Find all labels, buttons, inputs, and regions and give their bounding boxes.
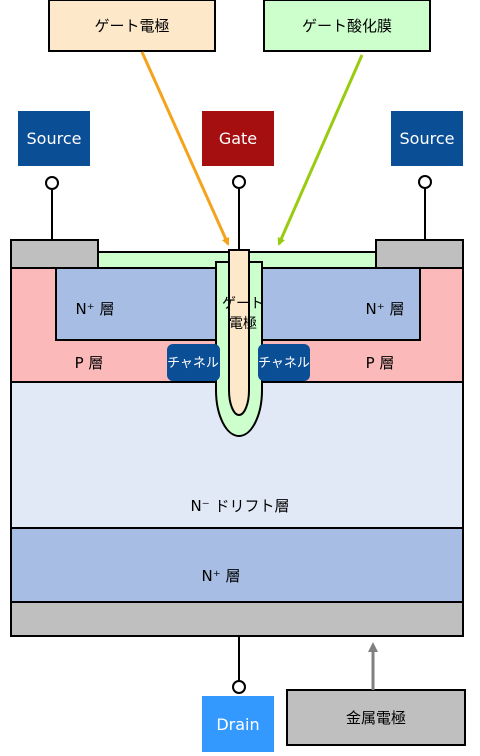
- n-plus-left-label: N⁺ 層: [76, 300, 115, 318]
- gate-oxide-callout-label: ゲート酸化膜: [302, 17, 392, 35]
- gate-oxide-arrow: [277, 54, 364, 246]
- drain-metal: [10, 601, 464, 637]
- source-left-terminal-circle: [45, 176, 59, 190]
- p-right-label: P 層: [366, 354, 395, 372]
- gate-inner-label-line1: ゲート: [222, 296, 264, 312]
- channel-right: [258, 344, 310, 381]
- gate-electrode-trench: [228, 249, 250, 416]
- metal-electrode-callout-label: 金属電極: [346, 709, 406, 727]
- gate-electrode-callout-label: ゲート電極: [94, 17, 169, 35]
- gate-terminal-circle: [232, 175, 246, 189]
- gate-electrode-arrow: [140, 51, 230, 246]
- n-plus-bottom-layer: [10, 527, 464, 603]
- source-right-label: Source: [400, 129, 455, 148]
- p-left-label: P 層: [75, 354, 104, 372]
- gate-label: Gate: [219, 129, 257, 148]
- source-metal-right: [375, 239, 464, 269]
- source-left-box: [18, 111, 90, 166]
- drain-box: [202, 696, 274, 752]
- gate-electrode-callout-box: [48, 0, 216, 52]
- source-right-terminal-circle: [418, 175, 432, 189]
- n-drift-label: N⁻ ドリフト層: [191, 497, 290, 515]
- n-plus-bottom-label: N⁺ 層: [202, 567, 241, 585]
- gate-box: [202, 111, 274, 166]
- n-plus-right-label: N⁺ 層: [366, 300, 405, 318]
- gate-oxide-callout-box: [263, 0, 431, 52]
- source-right-box: [391, 111, 463, 166]
- n-plus-right-region: [231, 267, 421, 341]
- metal-electrode-callout-box: [286, 689, 466, 746]
- drain-terminal-circle: [232, 680, 246, 694]
- source-left-label: Source: [27, 129, 82, 148]
- source-metal-left: [10, 239, 99, 269]
- channel-left-label: チャネル: [167, 356, 219, 371]
- channel-right-label: チャネル: [258, 356, 310, 371]
- gate-inner-label-line2: 電極: [229, 316, 257, 332]
- channel-left: [167, 344, 220, 381]
- drain-label: Drain: [216, 715, 259, 734]
